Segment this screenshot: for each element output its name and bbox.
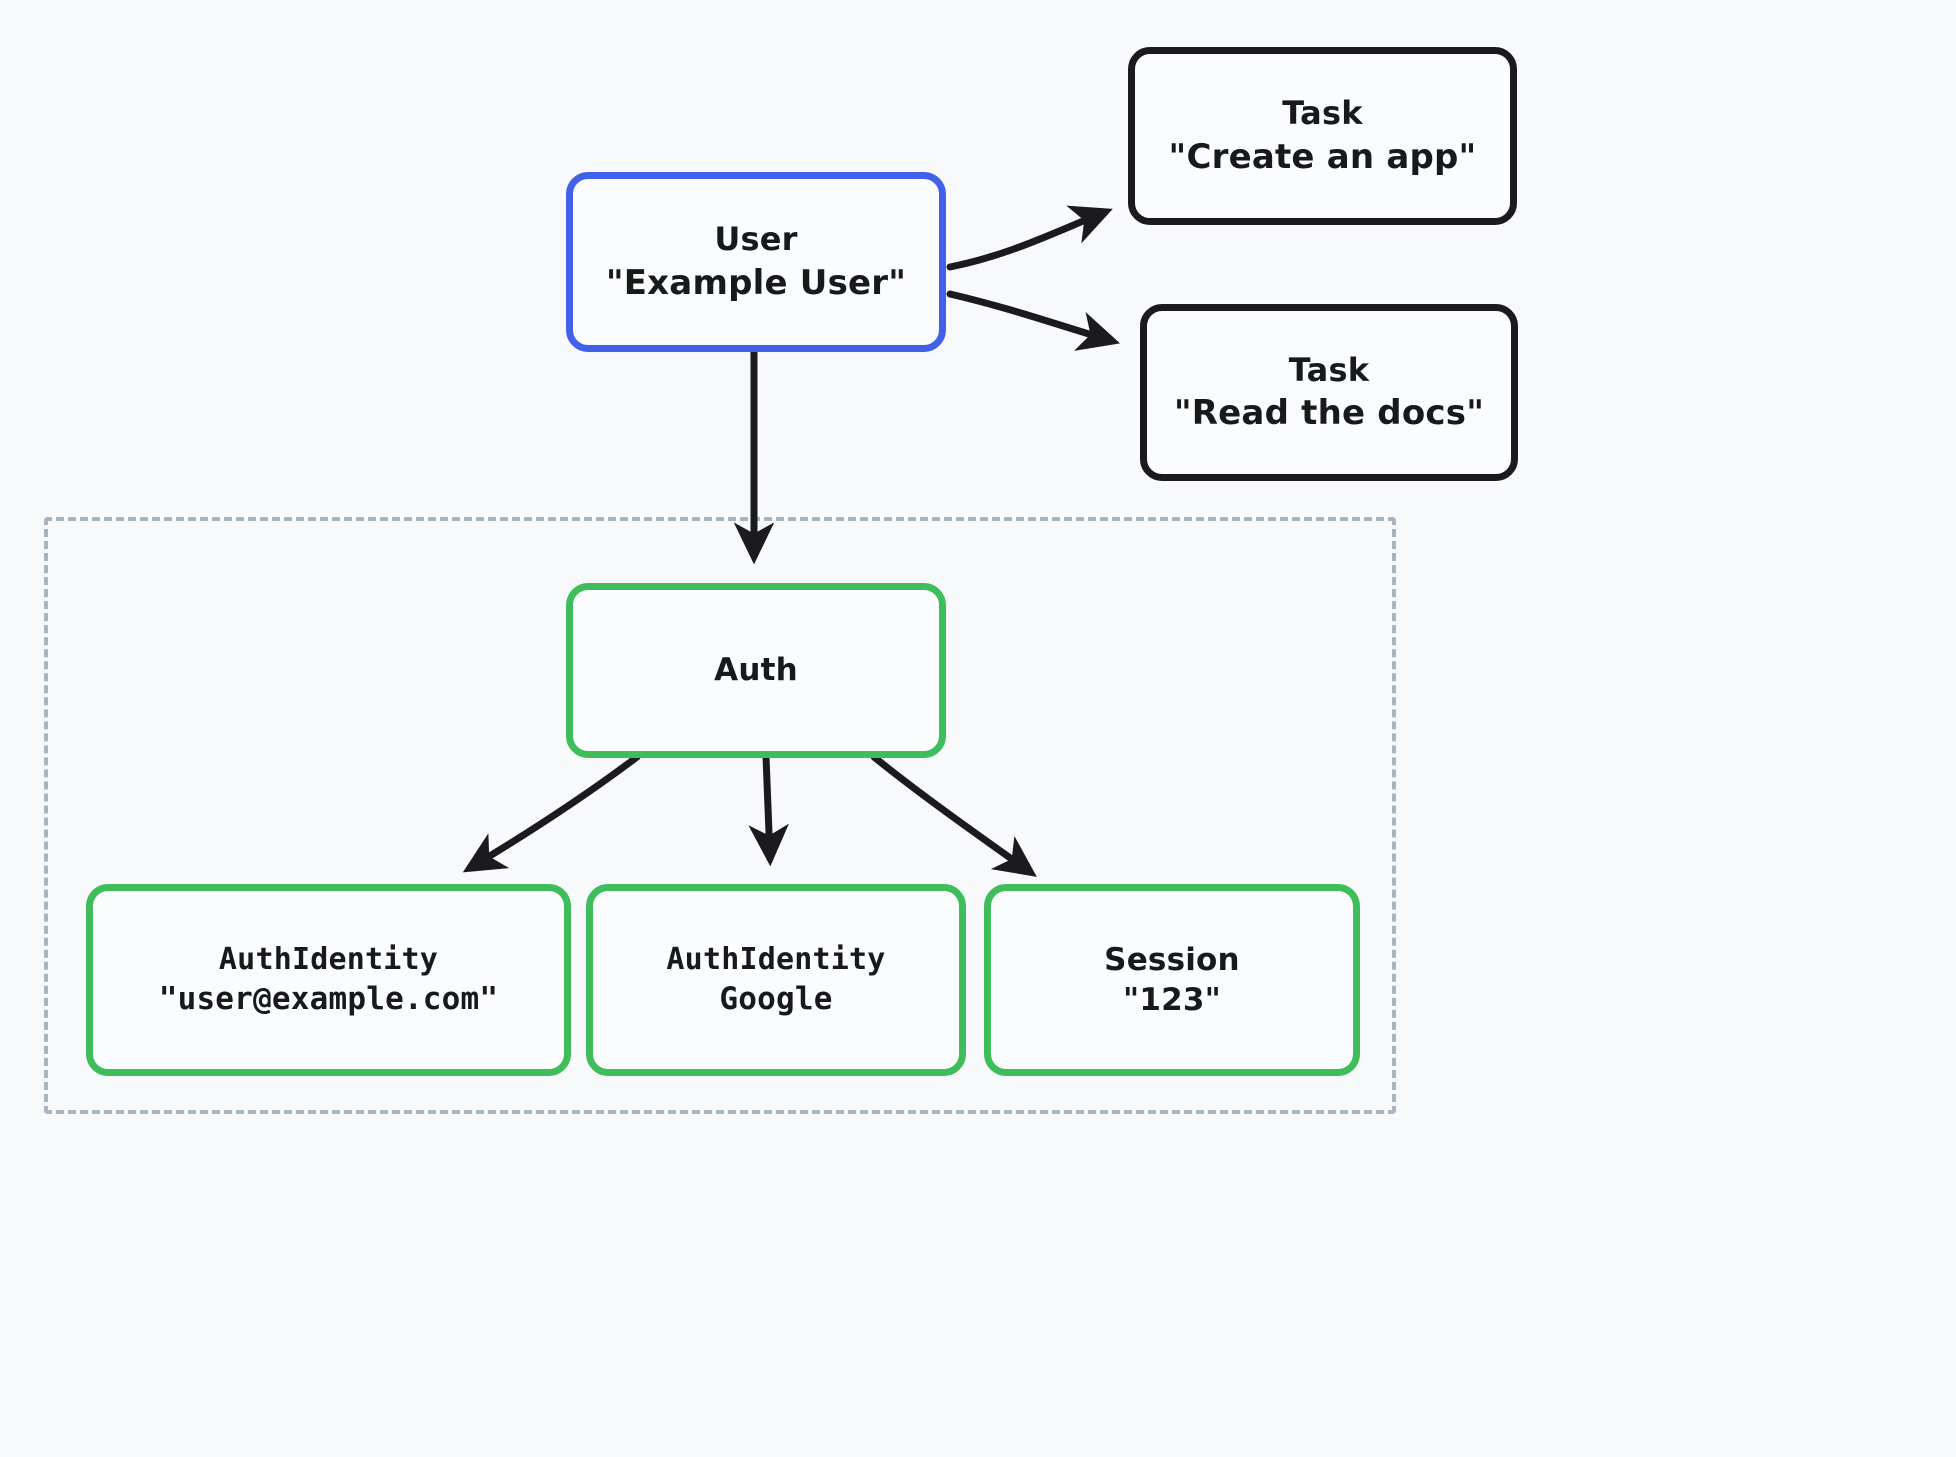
edge-user-to-task-create-app bbox=[946, 205, 1113, 271]
node-user-subtitle: "Example User" bbox=[605, 262, 907, 303]
node-user[interactable]: User "Example User" bbox=[566, 172, 946, 352]
node-authidentity-email[interactable]: AuthIdentity "user@example.com" bbox=[86, 884, 571, 1076]
node-session[interactable]: Session "123" bbox=[984, 884, 1360, 1076]
node-task-read-docs[interactable]: Task "Read the docs" bbox=[1140, 304, 1518, 481]
node-authidentity-google-subtitle: Google bbox=[719, 981, 833, 1018]
node-task-read-docs-subtitle: "Read the docs" bbox=[1173, 393, 1485, 434]
node-session-subtitle: "123" bbox=[1122, 982, 1221, 1018]
node-authidentity-email-subtitle: "user@example.com" bbox=[158, 981, 499, 1018]
node-session-title: Session bbox=[1104, 941, 1240, 978]
node-task-read-docs-title: Task bbox=[1288, 350, 1370, 389]
node-auth-title: Auth bbox=[714, 652, 798, 689]
edge-user-to-task-read-docs bbox=[946, 290, 1121, 351]
node-user-title: User bbox=[714, 220, 798, 259]
node-authidentity-email-title: AuthIdentity bbox=[218, 942, 439, 978]
node-authidentity-google-title: AuthIdentity bbox=[666, 942, 886, 978]
node-task-create-app-title: Task bbox=[1282, 94, 1363, 133]
node-task-create-app[interactable]: Task "Create an app" bbox=[1128, 47, 1517, 225]
node-task-create-app-subtitle: "Create an app" bbox=[1168, 136, 1477, 177]
auth-group-frame bbox=[44, 517, 1396, 1114]
node-auth[interactable]: Auth bbox=[566, 583, 946, 758]
node-authidentity-google[interactable]: AuthIdentity Google bbox=[586, 884, 966, 1076]
